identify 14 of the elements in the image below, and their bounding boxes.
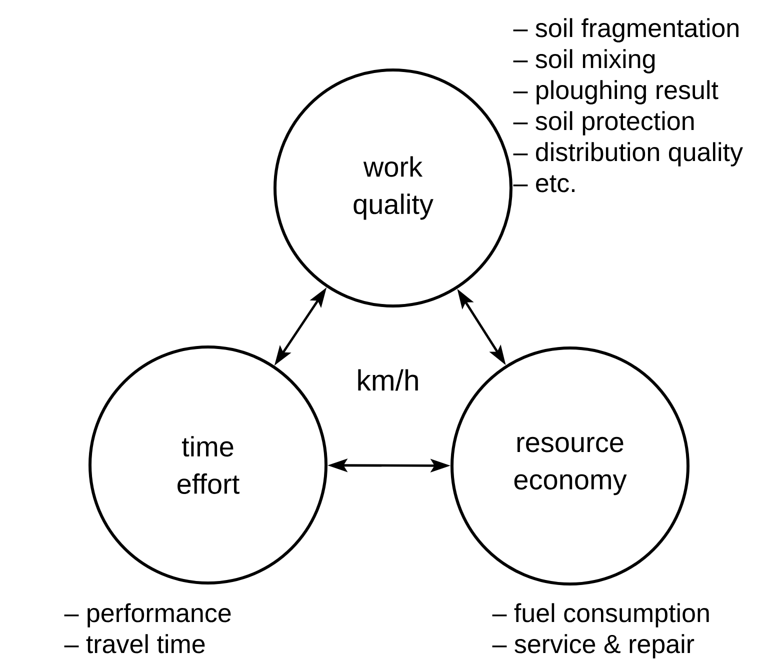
circle-node: resource economy — [450, 346, 690, 586]
circle-node: work quality — [274, 68, 512, 308]
list-item: – etc. — [513, 175, 574, 192]
list-item: – ploughing result — [513, 80, 718, 104]
list-item: – soil protection — [513, 111, 694, 136]
list-item: – soil fragmentation — [513, 18, 738, 42]
unit-label: km/h — [358, 369, 418, 391]
list-item: – performance — [64, 603, 231, 628]
list-item: – distribution quality — [513, 142, 743, 166]
list-item: – service & repair — [492, 634, 694, 658]
circle-node: time effort — [88, 346, 328, 584]
list-item: – travel time — [64, 634, 205, 654]
list-item: – soil mixing — [513, 49, 655, 74]
list-item: – fuel consumption — [492, 603, 709, 628]
